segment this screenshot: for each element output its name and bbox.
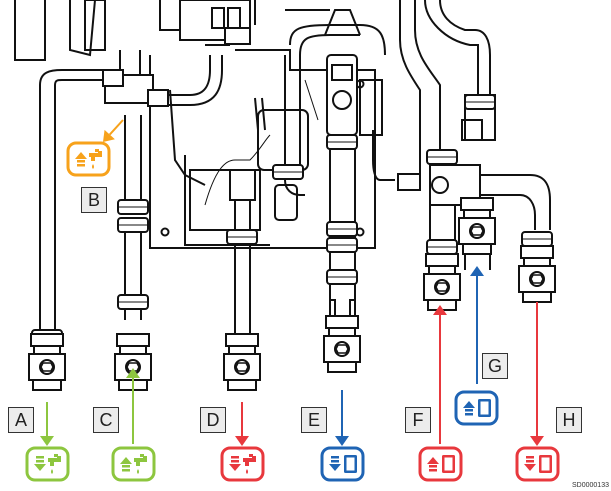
tank-water-icon-g — [454, 390, 499, 426]
flow-arrow-f — [433, 305, 447, 444]
tap-water-icon-a — [25, 446, 70, 482]
callout-letter-b: B — [81, 187, 107, 213]
callout-letter-g: G — [482, 353, 508, 379]
flow-arrow-h — [530, 302, 544, 446]
tap-water-icon-c — [111, 446, 156, 482]
callout-letter-c: C — [93, 407, 119, 433]
tap-water-icon-d — [220, 446, 265, 482]
flow-arrow-e — [335, 390, 349, 446]
callout-letter-d: D — [200, 407, 226, 433]
callout-letter-a: A — [8, 407, 34, 433]
callout-letter-h: H — [556, 407, 582, 433]
flow-arrow-b — [103, 119, 124, 142]
fittings — [28, 27, 556, 391]
flow-arrow-c — [126, 368, 140, 444]
flow-arrow-a — [40, 402, 54, 446]
document-code: SD0000133 — [572, 482, 609, 489]
tap-water-icon-b — [66, 141, 111, 177]
callout-letter-e: E — [301, 407, 327, 433]
callout-letter-f: F — [405, 407, 431, 433]
tank-water-icon-e — [320, 446, 365, 482]
tank-water-icon-f — [418, 446, 463, 482]
tank-water-icon-h — [515, 446, 560, 482]
flow-arrow-g — [470, 266, 484, 384]
flow-arrow-d — [235, 402, 249, 446]
